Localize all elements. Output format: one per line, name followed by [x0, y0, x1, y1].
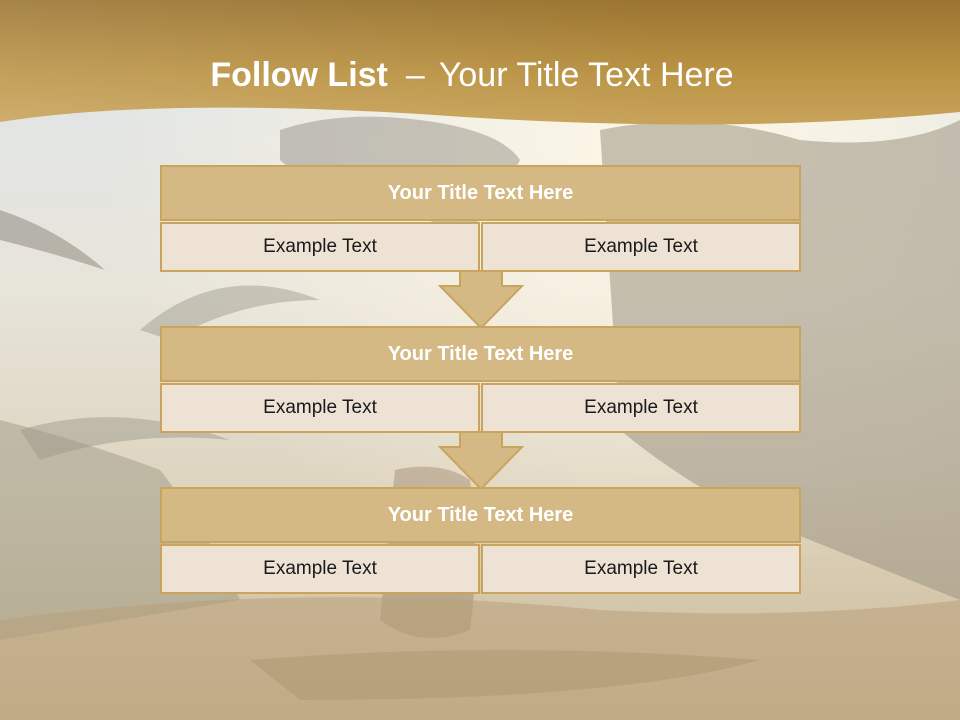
title-bold: Follow List [210, 56, 388, 94]
block-cell-right: Example Text [481, 383, 801, 433]
block-heading: Your Title Text Here [160, 326, 801, 382]
list-block-3: Your Title Text Here Example Text Exampl… [160, 487, 801, 594]
block-cell-left: Example Text [160, 383, 480, 433]
list-block-2: Your Title Text Here Example Text Exampl… [160, 326, 801, 433]
down-arrow-icon [438, 270, 524, 330]
header-banner [0, 0, 960, 125]
title-separator: – [405, 56, 425, 94]
block-cell-right: Example Text [481, 222, 801, 272]
block-row: Example Text Example Text [160, 222, 801, 272]
down-arrow-icon [438, 431, 524, 491]
slide-title: Follow List–Your Title Text Here [0, 52, 944, 98]
block-heading: Your Title Text Here [160, 487, 801, 543]
block-cell-right: Example Text [481, 544, 801, 594]
list-block-1: Your Title Text Here Example Text Exampl… [160, 165, 801, 272]
title-rest: Your Title Text Here [438, 56, 734, 94]
block-cell-left: Example Text [160, 544, 480, 594]
block-row: Example Text Example Text [160, 383, 801, 433]
block-row: Example Text Example Text [160, 544, 801, 594]
block-heading: Your Title Text Here [160, 165, 801, 221]
block-cell-left: Example Text [160, 222, 480, 272]
